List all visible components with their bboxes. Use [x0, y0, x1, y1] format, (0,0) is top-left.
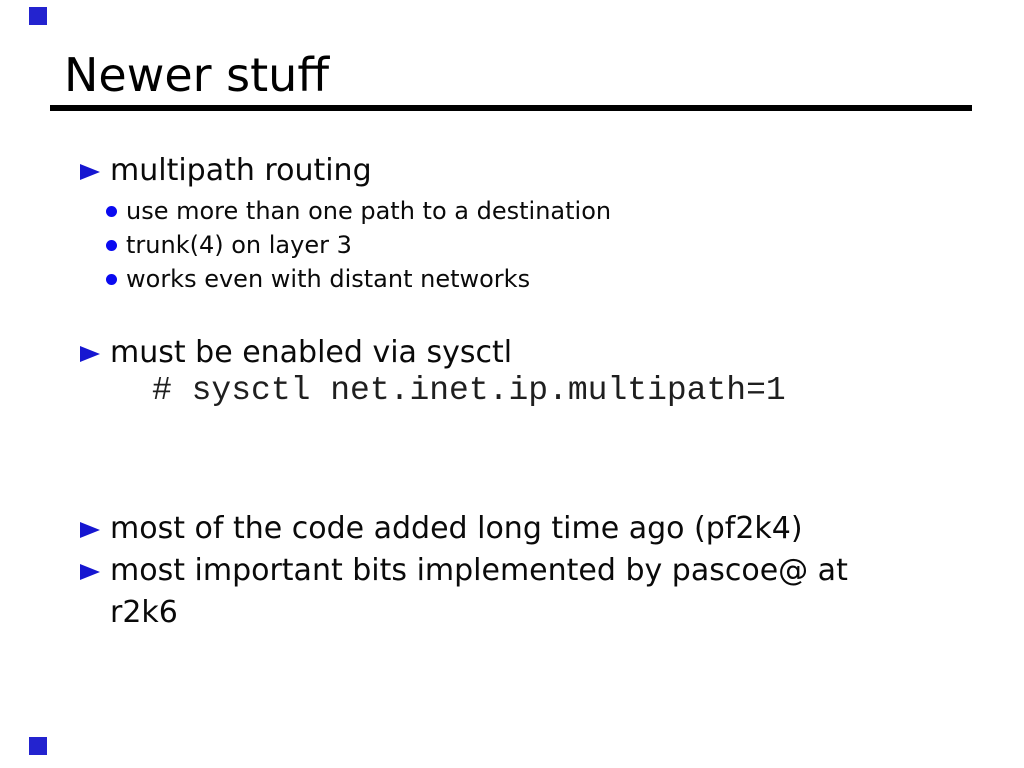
bullet-continuation-r2k6: r2k6 — [110, 595, 178, 630]
sub-bullet-item-trunk: trunk(4) on layer 3 — [106, 230, 352, 260]
dot-bullet-icon — [106, 240, 117, 251]
bullet-text: most important bits implemented by pasco… — [110, 553, 848, 588]
bullet-text: multipath routing — [110, 153, 372, 188]
code-line-sysctl-command: # sysctl net.inet.ip.multipath=1 — [152, 372, 786, 409]
sub-bullet-text: use more than one path to a destination — [126, 197, 612, 225]
bullet-item-sysctl: must be enabled via sysctl — [80, 335, 513, 370]
triangle-bullet-icon — [80, 564, 100, 580]
triangle-bullet-icon — [80, 522, 100, 538]
sub-bullet-item-use-more: use more than one path to a destination — [106, 196, 612, 226]
sub-bullet-item-works-even: works even with distant networks — [106, 264, 531, 294]
bullet-text: most of the code added long time ago (pf… — [110, 511, 803, 546]
bullet-item-code-added: most of the code added long time ago (pf… — [80, 511, 803, 546]
bullet-text: must be enabled via sysctl — [110, 335, 513, 370]
bullet-item-pascoe: most important bits implemented by pasco… — [80, 553, 848, 588]
dot-bullet-icon — [106, 206, 117, 217]
dot-bullet-icon — [106, 274, 117, 285]
corner-square-bottom-icon — [29, 737, 47, 755]
bullet-item-multipath: multipath routing — [80, 153, 372, 188]
slide-title: Newer stuff — [64, 48, 330, 102]
sub-bullet-text: trunk(4) on layer 3 — [126, 231, 352, 259]
triangle-bullet-icon — [80, 164, 100, 180]
corner-square-top-icon — [29, 7, 47, 25]
title-underline-rule — [50, 105, 972, 111]
triangle-bullet-icon — [80, 346, 100, 362]
sub-bullet-text: works even with distant networks — [126, 265, 531, 293]
